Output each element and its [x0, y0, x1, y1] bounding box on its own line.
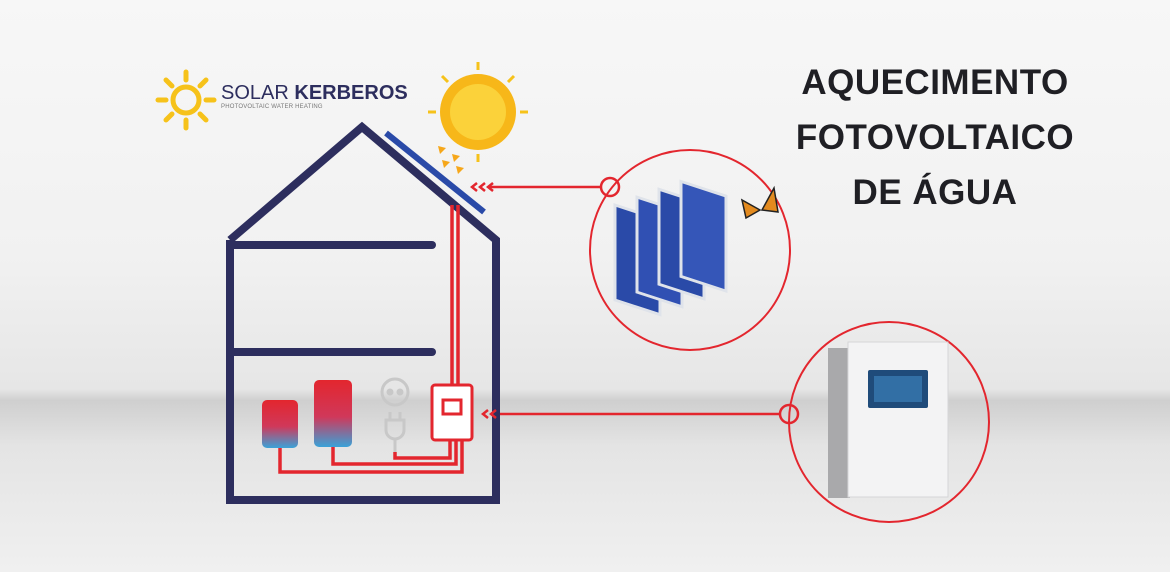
inverter-icon — [430, 383, 474, 442]
logo-name-bold: KERBEROS — [294, 82, 408, 104]
roof-solar-panel — [384, 130, 486, 215]
power-socket-icon — [380, 377, 410, 452]
page-title: AQUECIMENTO FOTOVOLTAICO DE ÁGUA — [760, 55, 1110, 220]
wiring — [278, 205, 464, 474]
title-line-2: FOTOVOLTAICO — [795, 118, 1075, 157]
sun-icon — [428, 62, 528, 174]
logo-name-light: SOLAR — [221, 82, 289, 104]
title-line-1: AQUECIMENTO — [801, 63, 1069, 102]
logo-text: SOLAR KERBEROS — [221, 82, 408, 105]
butterfly-icon — [740, 185, 779, 220]
solar-panels-image — [613, 179, 779, 317]
title-line-3: DE ÁGUA — [852, 173, 1018, 212]
inverter-device-image — [828, 341, 949, 498]
callout-line-inverter — [480, 321, 990, 523]
water-tank-large — [314, 380, 352, 447]
house-outline — [226, 121, 500, 504]
logo-tagline: PHOTOVOLTAIC WATER HEATING — [221, 104, 323, 110]
callout-line-panels — [469, 149, 791, 351]
water-tank-small — [262, 400, 298, 448]
logo-sun-icon — [155, 69, 217, 131]
